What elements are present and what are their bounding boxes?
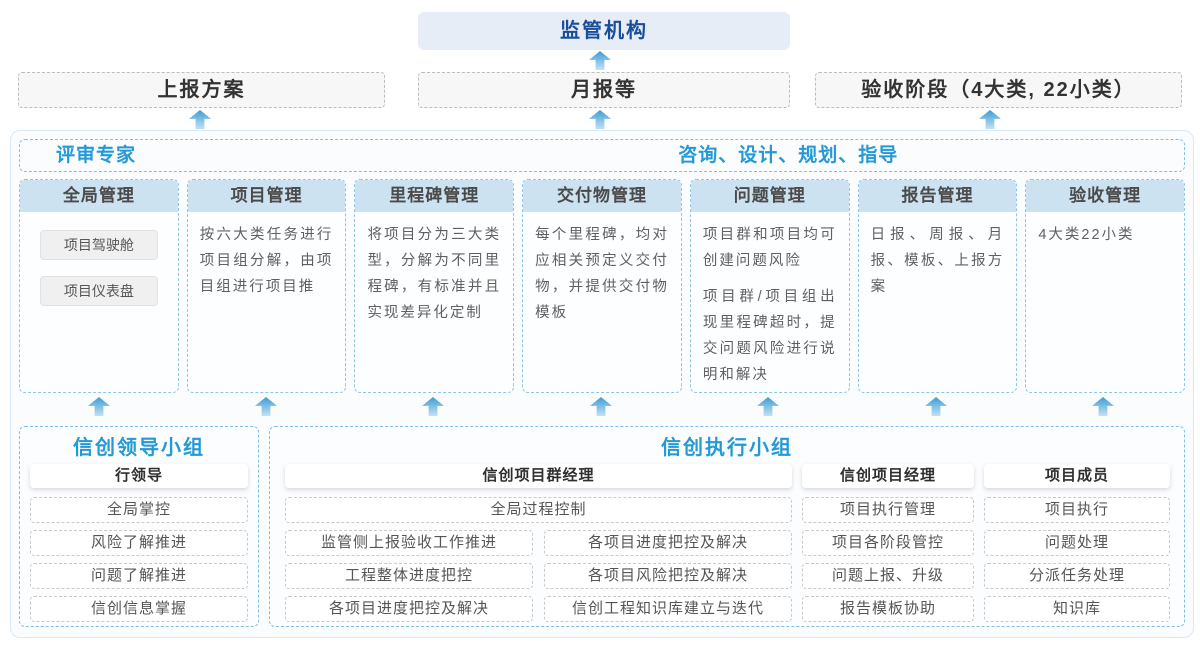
column-body: 按六大类任务进行项目组分解，由项目组进行项目推 xyxy=(188,212,346,300)
column-description: 项目群和项目均可创建问题风险 xyxy=(702,227,837,269)
role-program-manager: 信创项目群经理 xyxy=(285,464,792,488)
column-header: 项目管理 xyxy=(187,180,346,212)
column-milestone-management: 里程碑管理 将项目分为三大类型，分解为不同里程碑，有标准并且实现差异化定制 xyxy=(354,179,515,393)
list-item: 各项目进度把控及解决 xyxy=(285,596,533,622)
channel-box-report-plan: 上报方案 xyxy=(18,72,385,108)
list-item: 各项目进度把控及解决 xyxy=(544,530,792,556)
column-header: 里程碑管理 xyxy=(355,180,514,212)
project-manager-group: 信创项目经理 项目执行管理 项目各阶段管控 问题上报、升级 报告模板协助 xyxy=(802,460,974,629)
arrow-up-icon xyxy=(589,51,611,70)
column-body: 项目驾驶舱 项目仪表盘 xyxy=(20,212,178,306)
role-project-manager: 信创项目经理 xyxy=(802,464,974,488)
column-body: 项目群和项目均可创建问题风险 项目群/项目组出现里程碑超时，提交问题风险进行说明… xyxy=(691,212,849,388)
list-item: 分派任务处理 xyxy=(984,563,1170,589)
list-item: 问题上报、升级 xyxy=(802,563,974,589)
arrow-up-icon xyxy=(590,397,612,416)
list-item: 项目执行 xyxy=(984,497,1170,523)
column-header: 验收管理 xyxy=(1026,180,1185,212)
project-dashboard-button: 项目仪表盘 xyxy=(39,276,158,306)
column-description: 项目群/项目组出现里程碑超时，提交问题风险进行说明和解决 xyxy=(702,289,837,383)
program-manager-group: 信创项目群经理 全局过程控制 监管侧上报验收工作推进 工程整体进度把控 各项目进… xyxy=(285,460,792,629)
list-item: 知识库 xyxy=(984,596,1170,622)
arrow-up-icon xyxy=(255,397,277,416)
advisory-services-label: 咨询、设计、规划、指导 xyxy=(678,145,899,166)
list-item: 全局掌控 xyxy=(30,497,248,523)
execution-group-title: 信创执行小组 xyxy=(661,437,793,459)
channel-box-monthly-report: 月报等 xyxy=(418,72,790,108)
program-manager-right-column: 各项目进度把控及解决 各项目风险把控及解决 信创工程知识库建立与迭代 xyxy=(544,530,792,629)
column-header: 交付物管理 xyxy=(523,180,681,212)
column-header: 问题管理 xyxy=(690,180,849,212)
list-item: 风险了解推进 xyxy=(30,530,248,556)
arrow-up-icon xyxy=(422,397,444,416)
project-cockpit-button: 项目驾驶舱 xyxy=(39,230,158,260)
arrow-up-icon xyxy=(189,110,211,129)
arrow-up-icon xyxy=(925,397,947,416)
column-body: 每个里程碑，均对应相关预定义交付物，并提供交付物模板 xyxy=(523,212,681,326)
column-description: 4大类22小类 xyxy=(1038,227,1135,243)
list-item: 信创工程知识库建立与迭代 xyxy=(544,596,792,622)
arrow-up-icon xyxy=(979,110,1001,129)
project-member-group: 项目成员 项目执行 问题处理 分派任务处理 知识库 xyxy=(984,460,1170,629)
list-item: 各项目风险把控及解决 xyxy=(544,563,792,589)
list-item: 项目各阶段管控 xyxy=(802,530,974,556)
column-global-management: 全局管理 项目驾驶舱 项目仪表盘 xyxy=(19,179,179,393)
regulator-box: 监管机构 xyxy=(418,12,790,50)
column-description: 日报、周报、月报、模板、上报方案 xyxy=(870,227,1005,295)
list-item: 项目执行管理 xyxy=(802,497,974,523)
leadership-group-box: 信创领导小组 行领导 全局掌控 风险了解推进 问题了解推进 信创信息掌握 xyxy=(19,426,259,627)
list-item: 问题了解推进 xyxy=(30,563,248,589)
list-item: 全局过程控制 xyxy=(285,497,792,523)
role-project-member: 项目成员 xyxy=(984,464,1170,488)
platform-header-bar: 评审专家 咨询、设计、规划、指导 xyxy=(19,139,1185,172)
review-experts-label: 评审专家 xyxy=(56,145,137,166)
arrow-up-icon xyxy=(88,397,110,416)
list-item: 问题处理 xyxy=(984,530,1170,556)
teams-row: 信创领导小组 行领导 全局掌控 风险了解推进 问题了解推进 信创信息掌握 信创执… xyxy=(19,426,1185,627)
column-project-management: 项目管理 按六大类任务进行项目组分解，由项目组进行项目推 xyxy=(186,179,347,393)
execution-roles-row: 信创项目群经理 全局过程控制 监管侧上报验收工作推进 工程整体进度把控 各项目进… xyxy=(270,460,1184,629)
program-manager-columns: 监管侧上报验收工作推进 工程整体进度把控 各项目进度把控及解决 各项目进度把控及… xyxy=(285,530,792,629)
arrow-up-icon xyxy=(1092,397,1114,416)
execution-group-box: 信创执行小组 信创项目群经理 全局过程控制 监管侧上报验收工作推进 工程整体进度… xyxy=(269,426,1185,627)
column-description: 按六大类任务进行项目组分解，由项目组进行项目推 xyxy=(199,227,334,295)
column-body: 4大类22小类 xyxy=(1026,212,1184,248)
column-header: 报告管理 xyxy=(858,180,1017,212)
list-item: 报告模板协助 xyxy=(802,596,974,622)
column-deliverable-management: 交付物管理 每个里程碑，均对应相关预定义交付物，并提供交付物模板 xyxy=(522,179,682,393)
list-item: 信创信息掌握 xyxy=(30,596,248,622)
column-description: 将项目分为三大类型，分解为不同里程碑，有标准并且实现差异化定制 xyxy=(367,227,502,321)
program-manager-left-column: 监管侧上报验收工作推进 工程整体进度把控 各项目进度把控及解决 xyxy=(285,530,533,629)
arrow-up-icon xyxy=(589,110,611,129)
column-acceptance-management: 验收管理 4大类22小类 xyxy=(1025,179,1186,393)
role-bank-leaders: 行领导 xyxy=(30,464,248,488)
platform-panel: 评审专家 咨询、设计、规划、指导 全局管理 项目驾驶舱 项目仪表盘 项目管理 按… xyxy=(10,130,1194,638)
column-report-management: 报告管理 日报、周报、月报、模板、上报方案 xyxy=(857,179,1018,393)
channel-box-acceptance-phase: 验收阶段（4大类, 22小类） xyxy=(815,72,1182,108)
column-header: 全局管理 xyxy=(20,180,178,212)
module-columns: 全局管理 项目驾驶舱 项目仪表盘 项目管理 按六大类任务进行项目组分解，由项目组… xyxy=(19,179,1186,393)
column-body: 日报、周报、月报、模板、上报方案 xyxy=(859,212,1017,300)
column-issue-management: 问题管理 项目群和项目均可创建问题风险 项目群/项目组出现里程碑超时，提交问题风… xyxy=(689,179,850,393)
arrow-up-icon xyxy=(757,397,779,416)
column-body: 将项目分为三大类型，分解为不同里程碑，有标准并且实现差异化定制 xyxy=(355,212,513,326)
column-description: 每个里程碑，均对应相关预定义交付物，并提供交付物模板 xyxy=(535,227,669,321)
leadership-group-title: 信创领导小组 xyxy=(73,437,205,459)
list-item: 监管侧上报验收工作推进 xyxy=(285,530,533,556)
list-item: 工程整体进度把控 xyxy=(285,563,533,589)
